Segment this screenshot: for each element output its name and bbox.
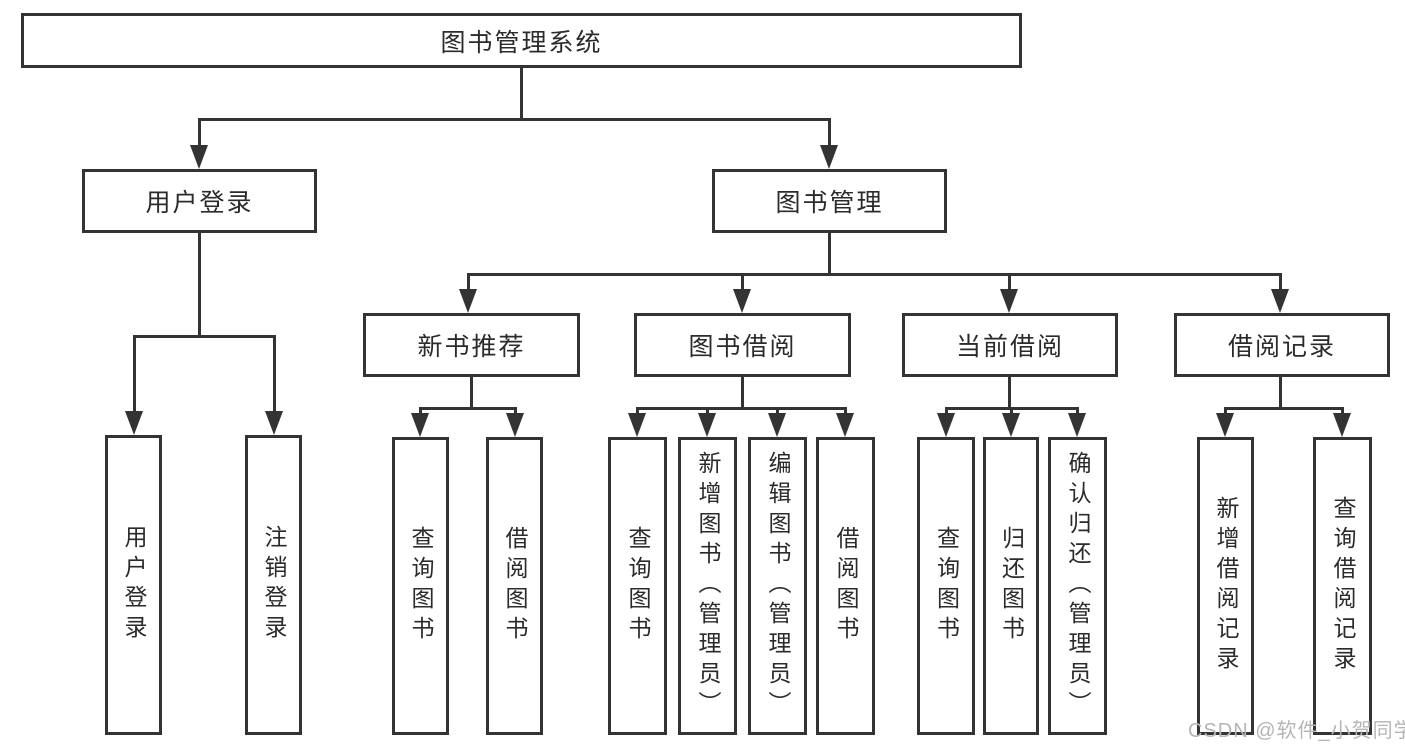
arrowhead-down-icon: [411, 413, 429, 437]
connector-vline: [467, 273, 470, 291]
connector-vline: [198, 233, 201, 337]
node-user-login-label: 用户登录: [145, 189, 254, 217]
arrowhead-down-icon: [1271, 289, 1289, 313]
connector-vline: [1008, 273, 1011, 291]
node-user-login: 用户登录: [82, 169, 317, 233]
arrowhead-down-icon: [190, 145, 208, 169]
node-root: 图书管理系统: [21, 13, 1022, 68]
arrowhead-down-icon: [1216, 413, 1234, 437]
leaf-borrow-book-recommend-label: 借阅图书: [502, 526, 528, 646]
connector-hline: [467, 273, 1282, 276]
node-root-label: 图书管理系统: [440, 28, 603, 57]
node-borrow-records: 借阅记录: [1174, 313, 1390, 377]
connector-vline: [776, 407, 779, 415]
leaf-query-book-borrow-label: 查询图书: [625, 526, 651, 646]
connector-vline: [706, 407, 709, 415]
leaf-add-borrow-record-label: 新增借阅记录: [1213, 496, 1239, 676]
arrowhead-down-icon: [1333, 413, 1351, 437]
connector-vline: [1010, 407, 1013, 415]
leaf-add-borrow-record: 新增借阅记录: [1197, 437, 1254, 735]
arrowhead-down-icon: [937, 413, 955, 437]
connector-vline: [1224, 407, 1227, 415]
node-current-borrow: 当前借阅: [902, 313, 1118, 377]
node-book-borrow-label: 图书借阅: [688, 333, 797, 361]
arrowhead-down-icon: [265, 411, 283, 435]
leaf-user-login-label: 用户登录: [121, 525, 147, 645]
leaf-query-borrow-record-label: 查询借阅记录: [1330, 496, 1356, 676]
leaf-return-book: 归还图书: [983, 437, 1039, 735]
arrowhead-down-icon: [125, 411, 143, 435]
connector-vline: [514, 407, 517, 415]
connector-vline: [741, 273, 744, 291]
leaf-query-borrow-record: 查询借阅记录: [1313, 437, 1372, 735]
arrowhead-down-icon: [1000, 289, 1018, 313]
node-new-book-recommend: 新书推荐: [363, 313, 580, 377]
node-new-book-recommend-label: 新书推荐: [417, 333, 526, 361]
leaf-edit-book-admin-label: 编辑图书（管理员）: [765, 451, 791, 721]
connector-vline: [470, 377, 473, 409]
connector-vline: [273, 335, 276, 415]
node-borrow-records-label: 借阅记录: [1227, 333, 1336, 361]
connector-vline: [844, 407, 847, 415]
connector-hline: [636, 407, 846, 410]
arrowhead-down-icon: [820, 145, 838, 169]
connector-vline: [1076, 407, 1079, 415]
csdn-watermark: CSDN @软件_小贺同学: [1188, 720, 1405, 742]
node-book-borrow: 图书借阅: [634, 313, 851, 377]
leaf-query-book-recommend-label: 查询图书: [408, 526, 434, 646]
connector-vline: [1279, 377, 1282, 409]
leaf-add-book-admin-label: 新增图书（管理员）: [695, 451, 721, 721]
arrowhead-down-icon: [698, 413, 716, 437]
leaf-return-book-label: 归还图书: [998, 526, 1025, 646]
leaf-query-book-current-label: 查询图书: [933, 526, 960, 646]
connector-vline: [741, 377, 744, 409]
connector-vline: [1008, 377, 1011, 409]
connector-vline: [1279, 273, 1282, 291]
leaf-edit-book-admin: 编辑图书（管理员）: [748, 437, 807, 735]
connector-hline: [419, 407, 516, 410]
connector-vline: [520, 68, 523, 120]
connector-hline: [133, 335, 276, 338]
leaf-query-book-borrow: 查询图书: [608, 437, 667, 735]
connector-vline: [828, 118, 831, 150]
arrowhead-down-icon: [836, 413, 854, 437]
connector-vline: [828, 233, 831, 275]
connector-vline: [133, 335, 136, 415]
leaf-borrow-book-label: 借阅图书: [833, 526, 859, 646]
leaf-query-book-current: 查询图书: [917, 437, 975, 735]
leaf-borrow-book-recommend: 借阅图书: [486, 437, 543, 735]
leaf-confirm-return-admin-label: 确认归还（管理员）: [1065, 451, 1091, 721]
connector-vline: [198, 118, 201, 150]
connector-vline: [419, 407, 422, 415]
node-book-management: 图书管理: [712, 169, 947, 233]
connector-vline: [1341, 407, 1344, 415]
leaf-add-book-admin: 新增图书（管理员）: [678, 437, 737, 735]
node-current-borrow-label: 当前借阅: [955, 333, 1064, 361]
leaf-logout-label: 注销登录: [261, 525, 287, 645]
arrowhead-down-icon: [628, 413, 646, 437]
connector-vline: [636, 407, 639, 415]
arrowhead-down-icon: [506, 413, 524, 437]
leaf-confirm-return-admin: 确认归还（管理员）: [1048, 437, 1107, 735]
leaf-query-book-recommend: 查询图书: [392, 437, 449, 735]
node-book-management-label: 图书管理: [775, 189, 884, 217]
leaf-borrow-book: 借阅图书: [816, 437, 875, 735]
arrowhead-down-icon: [768, 413, 786, 437]
arrowhead-down-icon: [733, 289, 751, 313]
leaf-logout: 注销登录: [245, 435, 302, 735]
arrowhead-down-icon: [1002, 413, 1020, 437]
arrowhead-down-icon: [459, 289, 477, 313]
leaf-user-login: 用户登录: [105, 435, 162, 735]
arrowhead-down-icon: [1068, 413, 1086, 437]
connector-hline: [198, 118, 830, 121]
connector-hline: [1224, 407, 1344, 410]
connector-vline: [945, 407, 948, 415]
